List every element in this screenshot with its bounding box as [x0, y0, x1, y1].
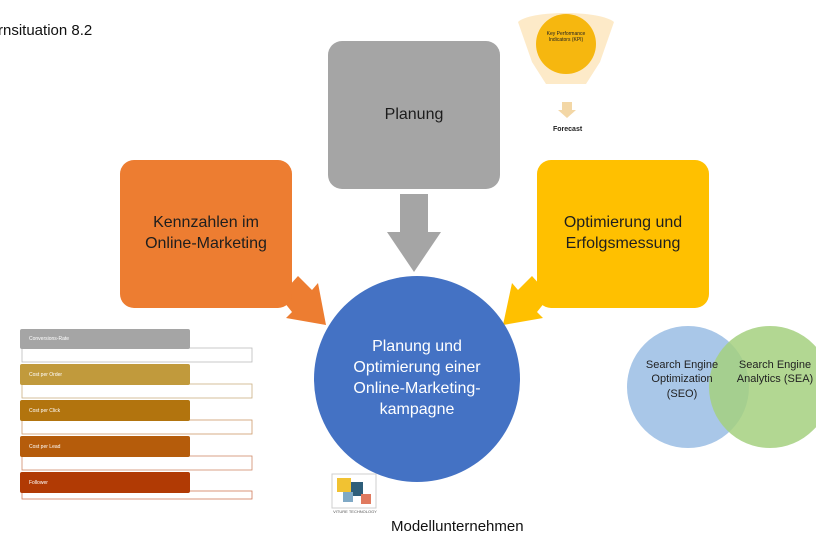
arrow-planung-down — [387, 194, 441, 272]
metric-label: Follower — [29, 479, 48, 486]
metric-follower: Follower — [20, 472, 190, 493]
logo-text: VITURE TECHNOLOGY — [333, 509, 377, 514]
metric-label: Cost per Lead — [29, 443, 61, 450]
metric-cost-per-order: Cost per Order — [20, 364, 190, 385]
page-title: rnsituation 8.2 — [0, 22, 93, 39]
venn-seo-label: Search Engine Optimization (SEO) — [645, 359, 719, 400]
logo-graphic — [331, 473, 377, 509]
venn-sea-circle — [709, 326, 816, 448]
metric-label: Cost per Order — [29, 371, 63, 378]
metric-label: Cost per Click — [29, 407, 61, 414]
metric-conversions-rate: Conversions-Rate — [20, 329, 190, 349]
metric-cost-per-click: Cost per Click — [20, 400, 190, 421]
company-name: Modellunternehmen — [391, 518, 524, 535]
kpi-title: Key Performance Indicators (KPI) — [546, 31, 586, 43]
forecast-label: Forecast — [553, 126, 583, 133]
planung-box: Planung — [328, 41, 500, 189]
kpi-circle — [536, 14, 596, 74]
metric-label: Conversions-Rate — [29, 336, 70, 342]
optimierung-box: Optimierung und Erfolgsmessung — [537, 160, 709, 308]
center-label: Planung und Optimierung einer Online-Mar… — [353, 338, 481, 418]
venn-sea-label: Search Engine Analytics (SEA) — [736, 359, 814, 386]
metric-cost-per-lead: Cost per Lead — [20, 436, 190, 457]
kpi-small-arrow — [558, 102, 576, 118]
center-circle: Planung und Optimierung einer Online-Mar… — [314, 276, 520, 482]
company-logo — [326, 466, 384, 538]
kennzahlen-box: Kennzahlen im Online-Marketing — [120, 160, 292, 308]
